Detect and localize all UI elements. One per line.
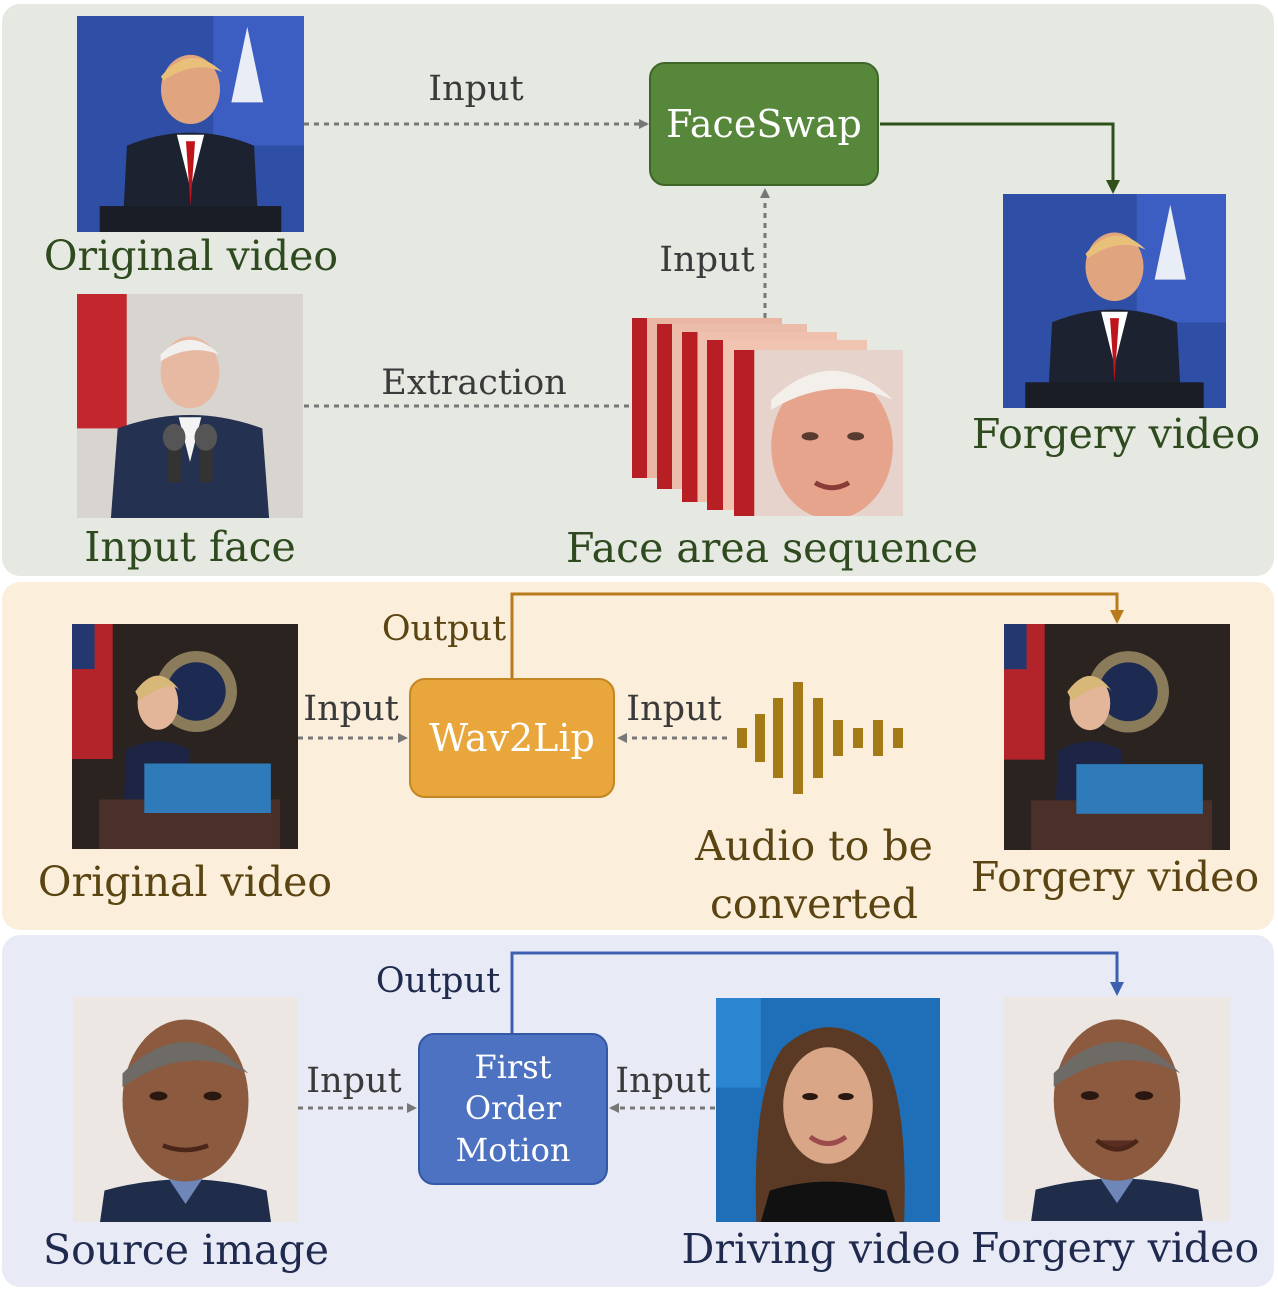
fom-input-label-left: Input xyxy=(306,1061,402,1101)
face-area-sequence-label: Face area sequence xyxy=(565,524,979,572)
wav2lip-method-label: Wav2Lip xyxy=(429,716,595,760)
faceswap-input-label-2: Input xyxy=(659,240,755,280)
fom-input-label-right: Input xyxy=(615,1061,711,1101)
first-order-motion-method-box: First Order Motion xyxy=(418,1033,608,1185)
arrow-wav2lip-to-forgery xyxy=(510,592,1124,678)
fom-output-label: Output xyxy=(375,961,501,1001)
faceswap-input-label-1: Input xyxy=(428,69,524,109)
fom-method-line2: Order xyxy=(464,1089,562,1128)
wav2lip-method-box: Wav2Lip xyxy=(409,678,615,798)
audio-label-line1: Audio to be xyxy=(695,822,933,870)
extraction-label: Extraction xyxy=(381,363,567,403)
source-image-portrait xyxy=(73,997,298,1222)
original-video-label: Original video xyxy=(43,232,339,280)
fom-method-line1: First xyxy=(474,1047,552,1086)
wav2lip-input-label-right: Input xyxy=(626,689,722,729)
face-frame-5 xyxy=(734,350,903,516)
wav2lip-original-video-image xyxy=(72,624,298,849)
faceswap-forgery-video-image xyxy=(1003,194,1226,408)
input-face-label: Input face xyxy=(84,523,296,571)
arrow-fom-to-forgery xyxy=(510,951,1124,1033)
wav2lip-forgery-label: Forgery video xyxy=(970,853,1260,901)
wav2lip-original-video-label: Original video xyxy=(37,858,333,906)
fom-forgery-video-image xyxy=(1004,997,1230,1221)
faceswap-forgery-label: Forgery video xyxy=(971,410,1261,458)
fom-method-line3: Motion xyxy=(455,1130,571,1169)
audio-waveform-icon xyxy=(737,682,903,794)
faceswap-method-label: FaceSwap xyxy=(666,102,862,146)
arrow-faceswap-to-forgery xyxy=(880,122,1120,194)
source-image-label: Source image xyxy=(43,1226,329,1274)
input-face-image-speaker xyxy=(77,294,303,518)
faceswap-method-box: FaceSwap xyxy=(649,62,879,186)
original-video-image-speaker xyxy=(77,16,304,232)
driving-video-image xyxy=(716,998,940,1222)
audio-label-line2: converted xyxy=(709,880,919,928)
driving-video-label: Driving video xyxy=(681,1225,961,1273)
fom-forgery-label: Forgery video xyxy=(970,1224,1260,1272)
wav2lip-output-label: Output xyxy=(381,609,507,649)
wav2lip-forgery-video-image xyxy=(1004,624,1230,850)
wav2lip-input-label-left: Input xyxy=(303,689,399,729)
